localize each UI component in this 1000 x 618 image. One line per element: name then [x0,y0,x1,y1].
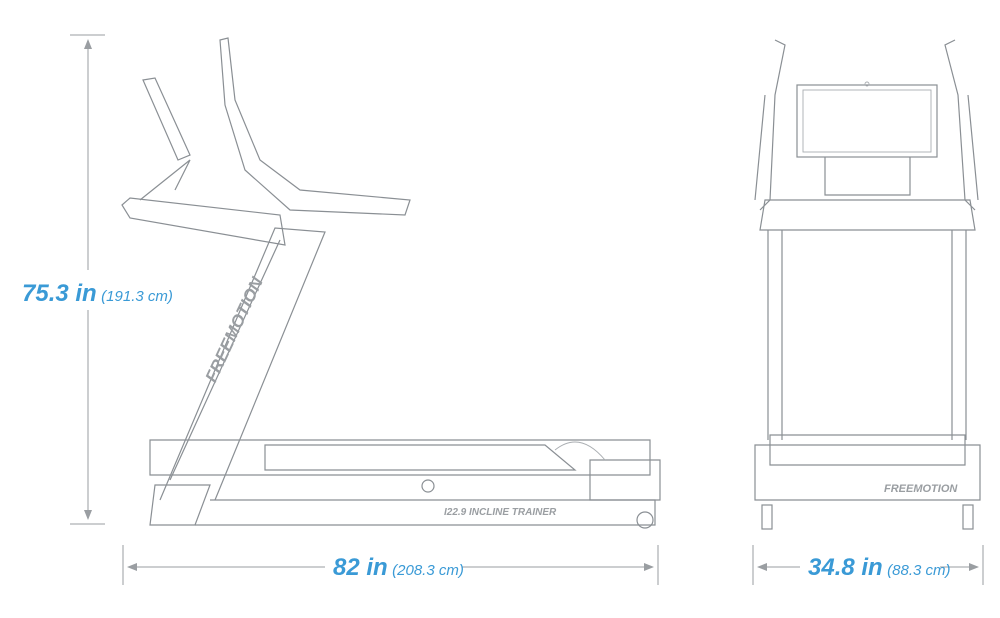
length-imperial: 82 in [333,554,388,581]
height-label: 75.3 in (191.3 cm) [22,280,173,308]
width-label: 34.8 in (88.3 cm) [808,554,951,582]
length-label: 82 in (208.3 cm) [333,554,464,582]
length-metric: (208.3 cm) [392,562,464,579]
model-name: I22.9 INCLINE TRAINER [444,507,557,518]
length-dimension-line [122,545,659,585]
height-metric: (191.3 cm) [101,288,173,305]
width-metric: (88.3 cm) [887,562,951,579]
width-dimension-line [752,545,984,585]
brand-logo-front: FREEMOTION [884,483,958,495]
height-dimension-line [70,34,105,525]
height-imperial: 75.3 in [22,280,97,307]
treadmill-front-view [754,39,981,530]
width-imperial: 34.8 in [808,554,883,581]
treadmill-side-view [121,37,661,529]
